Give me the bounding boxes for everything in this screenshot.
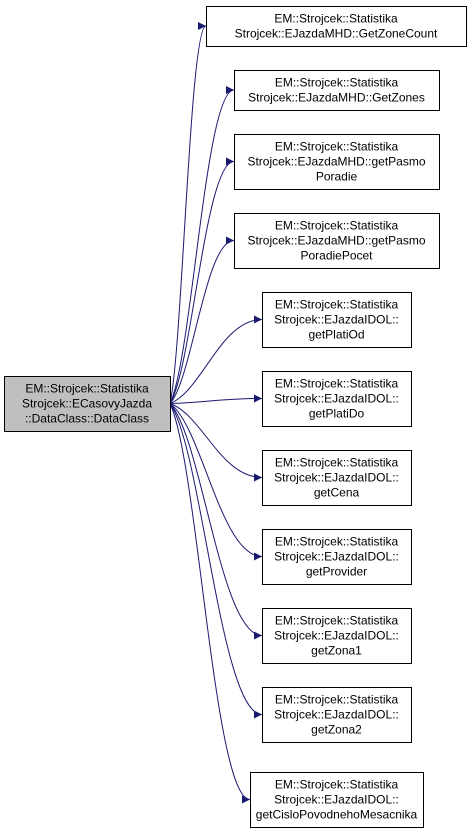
target-node-label-line: EM::Strojcek::Statistika — [275, 140, 399, 154]
target-node[interactable]: EM::Strojcek::StatistikaStrojcek::EJazda… — [262, 687, 412, 743]
nodes: EM::Strojcek::StatistikaStrojcek::ECasov… — [4, 6, 467, 828]
call-edge — [169, 403, 263, 719]
target-node-label-line: Strojcek::EJazdaIDOL:: — [274, 550, 399, 564]
target-node[interactable]: EM::Strojcek::StatistikaStrojcek::EJazda… — [234, 134, 440, 190]
call-edge — [169, 86, 235, 404]
target-node-box — [250, 772, 424, 828]
call-edge — [169, 394, 263, 404]
call-edge — [169, 403, 263, 561]
target-node-label-line: Strojcek::EJazdaIDOL:: — [274, 629, 399, 643]
target-node[interactable]: EM::Strojcek::StatistikaStrojcek::EJazda… — [250, 772, 424, 828]
target-node[interactable]: EM::Strojcek::StatistikaStrojcek::EJazda… — [262, 529, 412, 585]
call-edge — [169, 157, 235, 404]
target-node-label-line: EM::Strojcek::Statistika — [275, 535, 399, 549]
target-node-label-line: EM::Strojcek::Statistika — [275, 456, 399, 470]
target-node-label-line: getPlatiDo — [309, 407, 365, 421]
target-node-box — [234, 70, 440, 111]
target-node-label-line: Strojcek::EJazdaIDOL:: — [274, 313, 399, 327]
target-node-label-line: Strojcek::EJazdaMHD::getPasmo — [247, 155, 425, 169]
target-node-label-line: getZona2 — [311, 723, 362, 737]
source-node-box — [4, 376, 171, 432]
target-node-label-line: Strojcek::EJazdaMHD::GetZones — [248, 91, 425, 105]
target-node-label-line: PoradiePocet — [300, 249, 373, 263]
call-edge — [169, 403, 251, 804]
edges — [169, 22, 263, 804]
target-node-label-line: EM::Strojcek::Statistika — [275, 614, 399, 628]
target-node-label-line: Strojcek::EJazdaMHD::getPasmo — [247, 234, 425, 248]
call-edge — [169, 403, 263, 482]
target-node[interactable]: EM::Strojcek::StatistikaStrojcek::EJazda… — [262, 450, 412, 506]
target-node-label-line: getCena — [314, 486, 360, 500]
source-node-label-line: ::DataClass::DataClass — [25, 412, 149, 426]
target-node[interactable]: EM::Strojcek::StatistikaStrojcek::EJazda… — [262, 292, 412, 348]
target-node-label-line: Strojcek::EJazdaIDOL:: — [274, 708, 399, 722]
source-node-label-line: Strojcek::ECasovyJazda — [22, 397, 152, 411]
target-node-label-line: Poradie — [316, 170, 358, 184]
target-node-label-line: getProvider — [306, 565, 367, 579]
call-edge — [169, 22, 207, 404]
target-node-label-line: EM::Strojcek::Statistika — [275, 693, 399, 707]
target-node[interactable]: EM::Strojcek::StatistikaStrojcek::EJazda… — [206, 6, 467, 47]
target-node[interactable]: EM::Strojcek::StatistikaStrojcek::EJazda… — [262, 608, 412, 664]
target-node[interactable]: EM::Strojcek::StatistikaStrojcek::EJazda… — [262, 371, 412, 427]
target-node-label-line: getCisloPovodnehoMesacnika — [256, 808, 418, 822]
target-node-box — [262, 292, 412, 348]
target-node-label-line: EM::Strojcek::Statistika — [275, 298, 399, 312]
call-edge — [169, 315, 263, 404]
target-node-box — [262, 687, 412, 743]
source-node-label-line: EM::Strojcek::Statistika — [25, 382, 149, 396]
target-node-box — [206, 6, 467, 47]
target-node-box — [234, 213, 440, 269]
target-node-label-line: EM::Strojcek::Statistika — [274, 12, 398, 26]
target-node-label-line: EM::Strojcek::Statistika — [275, 219, 399, 233]
target-node-label-line: EM::Strojcek::Statistika — [275, 76, 399, 90]
target-node-box — [234, 134, 440, 190]
target-node-box — [262, 529, 412, 585]
target-node-box — [262, 608, 412, 664]
target-node-label-line: getZona1 — [311, 644, 362, 658]
call-edge — [169, 236, 235, 404]
call-edge — [169, 403, 263, 640]
target-node-label-line: getPlatiOd — [308, 328, 364, 342]
target-node[interactable]: EM::Strojcek::StatistikaStrojcek::EJazda… — [234, 70, 440, 111]
target-node[interactable]: EM::Strojcek::StatistikaStrojcek::EJazda… — [234, 213, 440, 269]
target-node-label-line: Strojcek::EJazdaIDOL:: — [274, 471, 399, 485]
target-node-label-line: Strojcek::EJazdaIDOL:: — [274, 392, 399, 406]
target-node-label-line: EM::Strojcek::Statistika — [275, 377, 399, 391]
target-node-box — [262, 371, 412, 427]
target-node-label-line: Strojcek::EJazdaMHD::GetZoneCount — [235, 27, 438, 41]
target-node-label-line: Strojcek::EJazdaIDOL:: — [274, 793, 399, 807]
target-node-label-line: EM::Strojcek::Statistika — [275, 778, 399, 792]
target-node-box — [262, 450, 412, 506]
source-node[interactable]: EM::Strojcek::StatistikaStrojcek::ECasov… — [4, 376, 171, 432]
